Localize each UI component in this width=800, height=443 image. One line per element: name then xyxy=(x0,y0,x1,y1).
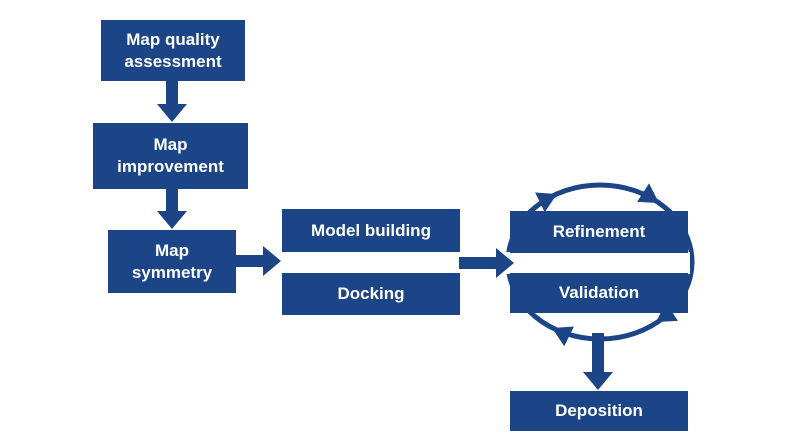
arrow-model-building-docking-to-refinement-validation xyxy=(459,248,514,278)
node-map-improvement: Map improvement xyxy=(93,123,248,189)
cycle-arrowhead-top-right-icon xyxy=(637,183,659,203)
node-deposition: Deposition xyxy=(510,391,688,431)
arrow-refinement-validation-to-deposition xyxy=(583,333,613,390)
arrow-map-improvement-to-map-symmetry xyxy=(157,188,187,229)
arrow-map-symmetry-to-model-building-docking xyxy=(236,246,281,276)
node-refinement: Refinement xyxy=(510,211,688,253)
node-model-building: Model building xyxy=(282,209,460,252)
node-docking: Docking xyxy=(282,273,460,315)
cycle-gap-band xyxy=(502,252,690,274)
node-validation: Validation xyxy=(510,273,688,313)
arrow-map-quality-to-map-improvement xyxy=(157,81,187,122)
node-map-symmetry: Map symmetry xyxy=(108,230,236,293)
cycle-arrowhead-top-left-icon xyxy=(535,192,557,213)
node-map-quality-assessment: Map quality assessment xyxy=(101,20,245,81)
cycle-arrowhead-bottom-left-icon xyxy=(552,326,574,347)
